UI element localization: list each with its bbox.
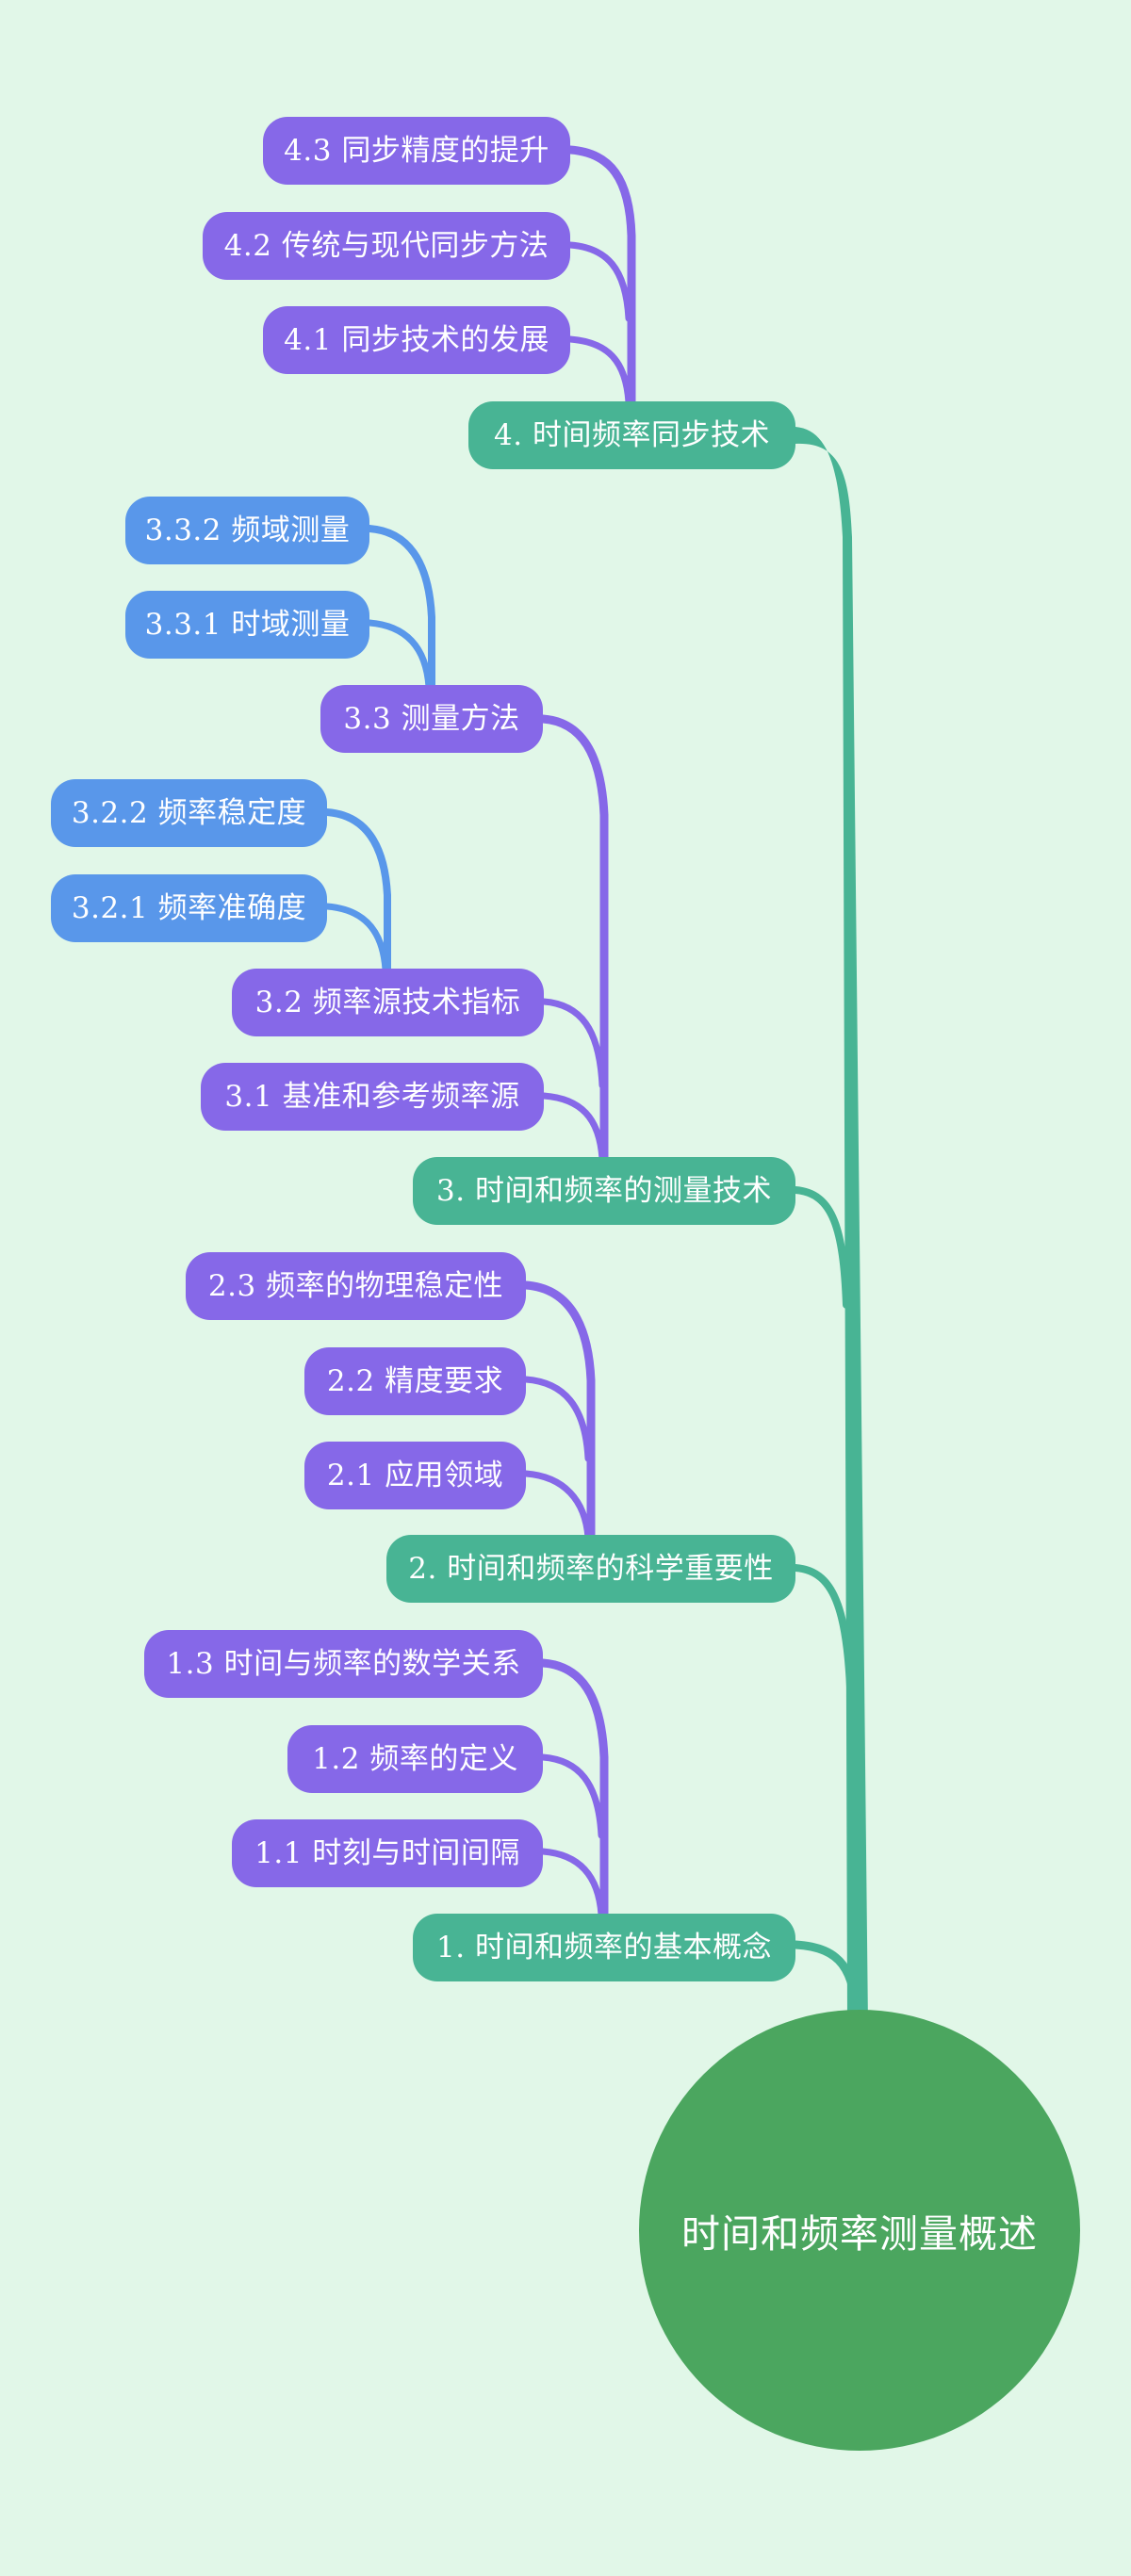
connector-3-2 [540, 998, 606, 1089]
node-3-3-2[interactable]: 3.3.2 频域测量 [125, 497, 369, 564]
connector-3-3-spine [366, 525, 435, 693]
node-4[interactable]: 4. 时间频率同步技术 [468, 401, 795, 469]
node-3-3[interactable]: 3.3 测量方法 [320, 685, 543, 753]
connector-3-2-1 [323, 903, 389, 973]
node-3-2[interactable]: 3.2 频率源技术指标 [232, 969, 544, 1036]
connector-branch-2 [792, 1564, 855, 1714]
node-1-3[interactable]: 1.3 时间与频率的数学关系 [144, 1630, 543, 1698]
connector-1-2 [539, 1753, 605, 1839]
connector-1-spine [538, 1658, 609, 1921]
node-1[interactable]: 1. 时间和频率的基本概念 [413, 1914, 795, 1981]
connector-4-spine [566, 145, 636, 410]
node-4-1[interactable]: 4.1 同步技术的发展 [263, 306, 570, 374]
node-2-2[interactable]: 2.2 精度要求 [304, 1347, 526, 1415]
node-1-2[interactable]: 1.2 频率的定义 [287, 1725, 543, 1793]
connector-2-spine [521, 1280, 596, 1543]
node-3-1[interactable]: 3.1 基准和参考频率源 [201, 1063, 544, 1131]
connector-2-2 [522, 1376, 592, 1462]
connector-1-1 [539, 1848, 605, 1918]
node-3-3-1[interactable]: 3.3.1 时域测量 [125, 591, 369, 659]
connector-branch-1 [791, 1940, 861, 2023]
connector-3-spine [538, 714, 609, 1166]
node-2[interactable]: 2. 时间和频率的科学重要性 [386, 1535, 795, 1603]
node-4-2[interactable]: 4.2 传统与现代同步方法 [203, 212, 570, 280]
node-2-1[interactable]: 2.1 应用领域 [304, 1442, 526, 1509]
node-4-3[interactable]: 4.3 同步精度的提升 [263, 117, 570, 185]
connector-4-1 [566, 335, 632, 406]
node-3[interactable]: 3. 时间和频率的测量技术 [413, 1157, 795, 1225]
connector-branch-3 [792, 1186, 850, 1309]
node-3-2-2[interactable]: 3.2.2 频率稳定度 [51, 779, 327, 847]
connector-3-2-spine [323, 808, 391, 975]
connector-3-3-1 [366, 619, 433, 691]
connector-3-1 [540, 1092, 606, 1163]
node-3-2-1[interactable]: 3.2.1 频率准确度 [51, 874, 327, 942]
node-1-1[interactable]: 1.1 时刻与时间间隔 [232, 1819, 543, 1887]
node-2-3[interactable]: 2.3 频率的物理稳定性 [186, 1252, 526, 1320]
trunk-connector [795, 427, 868, 2026]
connector-4-2 [566, 241, 632, 322]
connector-2-1 [522, 1470, 592, 1541]
root-topic[interactable]: 时间和频率测量概述 [639, 2010, 1080, 2451]
